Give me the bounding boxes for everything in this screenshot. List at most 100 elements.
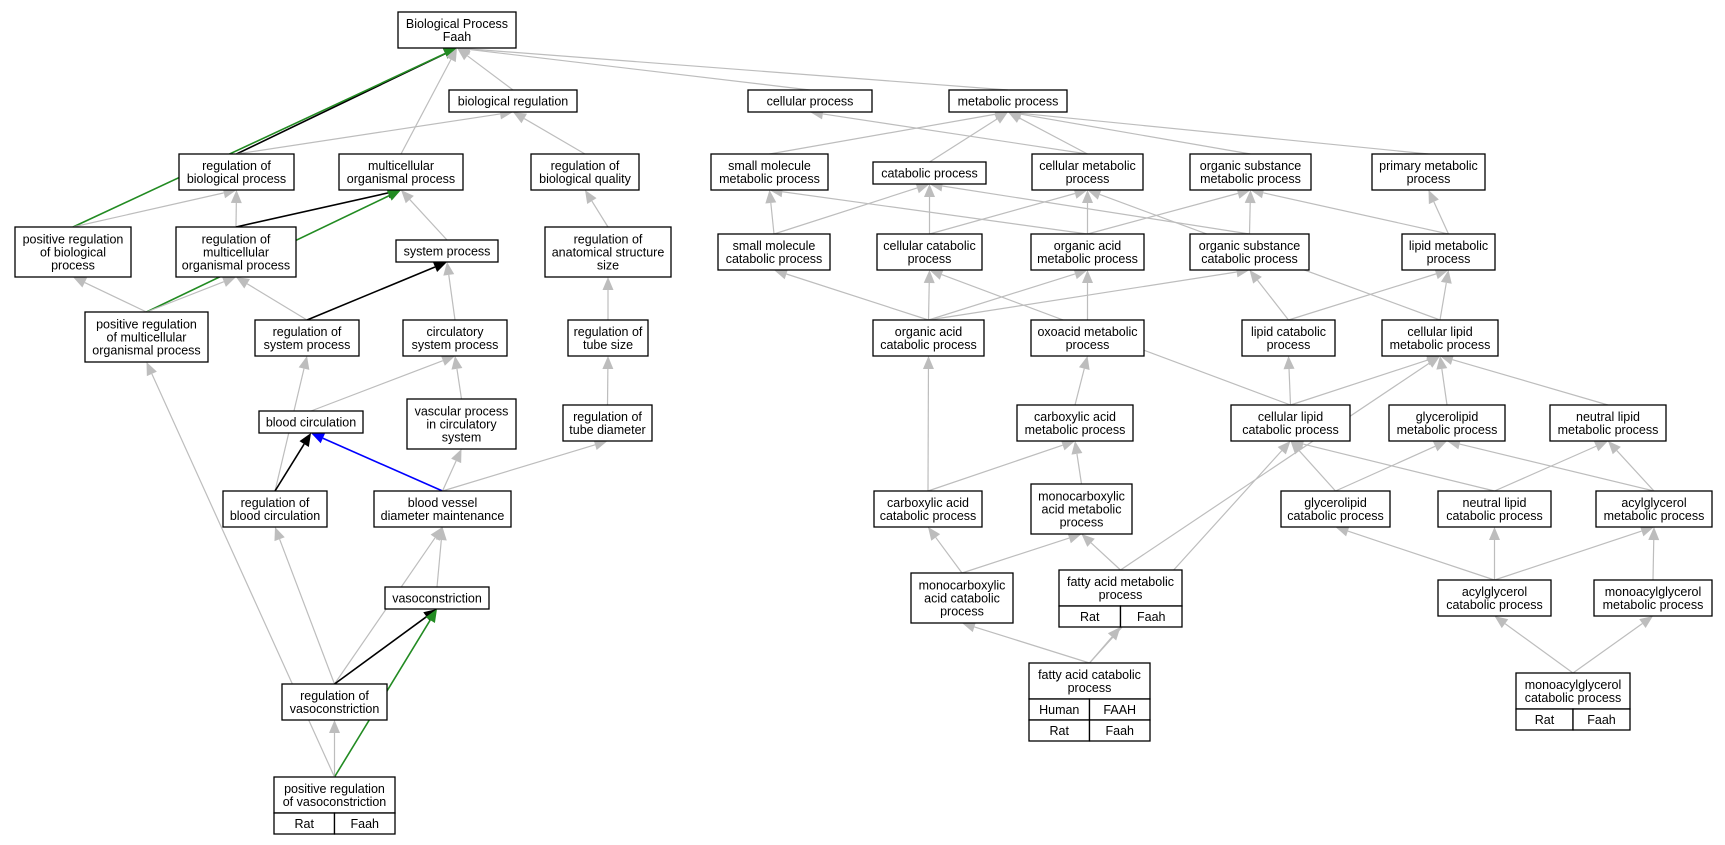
- go-term-vasoconstriction[interactable]: vasoconstriction: [384, 586, 490, 610]
- term-label-line: organic acid: [1054, 239, 1121, 253]
- annotation-species-cell: Rat: [273, 812, 336, 835]
- term-label-line: regulation of: [273, 325, 342, 339]
- term-box: [1189, 153, 1312, 191]
- term-box: [1280, 490, 1391, 528]
- term-label-line: catabolic process: [1446, 509, 1543, 523]
- arrowhead-bv_diam-to-reg_tube_diam: [593, 439, 608, 451]
- go-term-blood-circ[interactable]: blood circulation: [258, 410, 364, 434]
- go-term-catab-proc[interactable]: catabolic process: [872, 161, 987, 185]
- go-term-metab-proc[interactable]: metabolic process: [948, 89, 1068, 113]
- term-label-line: metabolic process: [958, 95, 1059, 109]
- term-label-line: circulatory: [427, 325, 485, 339]
- edge-neutral_lipid_catab-to-cell_lipid_catab: [1302, 443, 1495, 492]
- arrowhead-glycerolipid_catab-to-cell_lipid_catab: [1290, 441, 1304, 455]
- go-term-bio-reg[interactable]: biological regulation: [448, 89, 578, 113]
- term-box: [948, 89, 1068, 113]
- edge-reg_bio_proc-to-bio_reg: [236, 113, 501, 155]
- term-label-line: small molecule: [733, 239, 816, 253]
- term-label-line: cellular metabolic: [1039, 159, 1136, 173]
- annotation-species-cell: Rat: [1515, 708, 1574, 731]
- term-box: [384, 586, 490, 610]
- arrowhead-cell_catab-to-cell_metab: [1073, 188, 1088, 199]
- go-term-cell-proc[interactable]: cellular process: [747, 89, 873, 113]
- term-box: [1030, 319, 1145, 357]
- arrowhead-fa_metab-to-monocarbox_metab: [1081, 534, 1095, 547]
- term-label-line: catabolic process: [726, 252, 823, 266]
- term-box: [1031, 153, 1144, 191]
- annotation-species-cell: Human: [1028, 698, 1091, 721]
- term-box: [448, 89, 578, 113]
- term-label-line: primary metabolic: [1379, 159, 1478, 173]
- term-label-line: in circulatory: [426, 418, 497, 432]
- term-label-line: process: [1267, 338, 1311, 352]
- arrowhead-acylglycerol_catab-to-acylglycerol_metab: [1639, 525, 1654, 537]
- term-label-line: lipid metabolic: [1409, 239, 1488, 253]
- annotation-gene-label: Faah: [1587, 713, 1616, 727]
- term-box: [1241, 319, 1336, 357]
- edge-bio_reg-to-root: [467, 55, 514, 91]
- term-box: [14, 226, 132, 278]
- term-label-line: vasoconstriction: [290, 702, 380, 716]
- edge-fa_metab-to-cell_lipid_metab: [1120, 362, 1430, 571]
- edge-org_sub_catab-to-org_sub_metab: [1248, 202, 1251, 235]
- term-label-line: process: [1066, 172, 1110, 186]
- term-label-line: lipid catabolic: [1251, 325, 1326, 339]
- term-label-line: process: [1427, 252, 1471, 266]
- term-label-line: tube diameter: [569, 423, 645, 437]
- edge-reg_vaso-to-reg_blood_circ: [279, 538, 336, 685]
- arrowhead-org_sub_catab-to-org_sub_metab: [1244, 190, 1256, 204]
- term-box: [84, 311, 209, 363]
- term-box: [175, 226, 297, 278]
- go-term-system-proc[interactable]: system process: [395, 239, 499, 263]
- arrowhead-cell_lipid_catab-to-lipid_catab: [1283, 356, 1295, 370]
- term-label-line: biological regulation: [458, 95, 569, 109]
- edge-reg_blood_circ-to-blood_circ: [274, 443, 305, 492]
- term-label-line: catabolic process: [1446, 598, 1543, 612]
